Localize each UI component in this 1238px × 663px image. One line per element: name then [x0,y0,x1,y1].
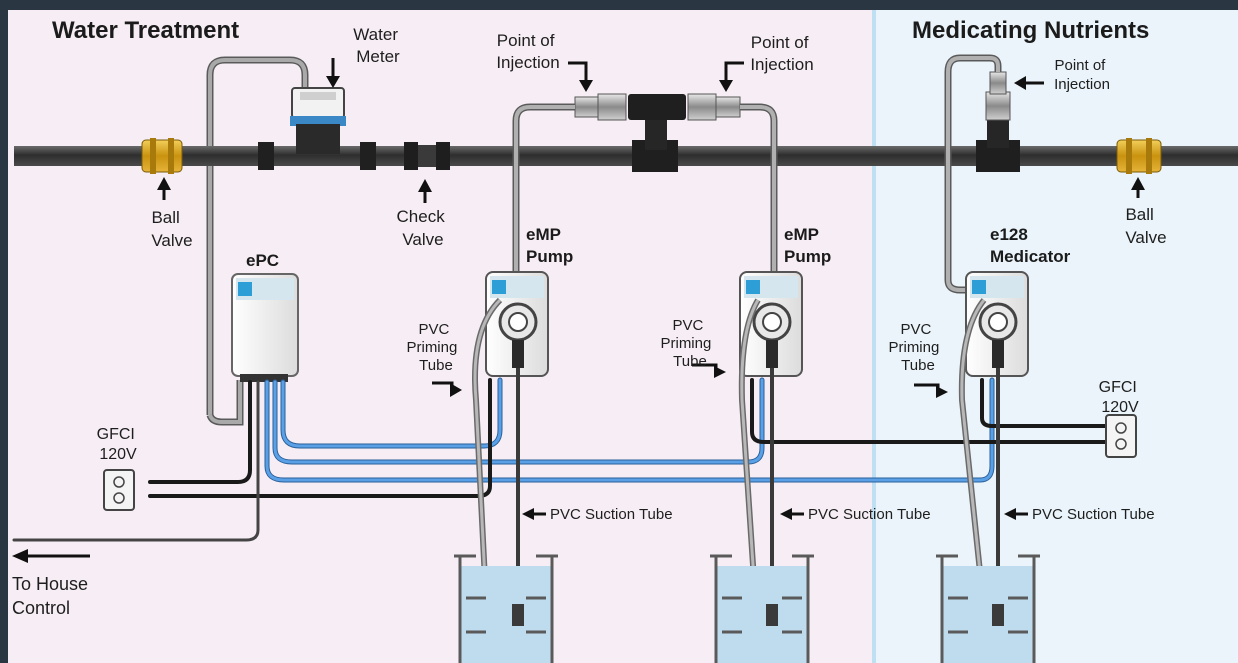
epc-controller [231,273,299,382]
medicating-nutrients-title: Medicating Nutrients [912,17,1149,44]
check-valve [404,142,450,170]
tank-3 [936,554,1040,663]
medicator-label: e128 Medicator [990,225,1071,266]
check-valve-label: Check Valve [397,207,450,249]
epc-label: ePC [246,251,279,270]
water-meter-label: Water Meter [353,25,402,66]
tank-2 [710,554,814,663]
house-control-label: To House Control [12,574,93,618]
water-treatment-panel [8,10,872,663]
tank-1 [454,554,558,663]
gfci-outlet-right [1105,414,1137,458]
priming-2-label: PVC Priming Tube [660,317,715,370]
medicator-tee [976,71,1020,172]
center-tee [574,93,741,172]
ball-valve-left [141,138,183,174]
gfci-left-label: GFCI 120V [97,426,140,463]
suction-3-label: PVC Suction Tube [1032,506,1155,523]
poi-3-label: Point of Injection [1054,57,1110,93]
poi-1-label: Point of Injection [496,31,559,72]
suction-1-label: PVC Suction Tube [550,506,673,523]
pump-1-label: eMP Pump [526,225,573,266]
pump-2-label: eMP Pump [784,225,831,266]
suction-2-label: PVC Suction Tube [808,506,931,523]
gfci-right-label: GFCI 120V [1099,379,1142,416]
ball-valve-right [1116,138,1162,174]
poi-2-label: Point of Injection [750,33,813,74]
e128-medicator [965,271,1029,377]
emp-pump-2 [739,271,803,377]
priming-1-label: PVC Priming Tube [406,321,461,374]
priming-3-label: PVC Priming Tube [888,321,943,374]
main-pipe [14,146,1238,166]
ball-valve-right-label: Ball Valve [1125,205,1166,247]
emp-pump-1 [485,271,549,377]
water-meter [258,87,376,170]
water-treatment-title: Water Treatment [52,17,239,44]
gfci-outlet-left [103,469,135,511]
ball-valve-left-label: Ball Valve [151,208,192,250]
medicating-panel [872,10,1238,663]
black-wires [12,378,1108,542]
pointer-arrows [12,58,1145,563]
